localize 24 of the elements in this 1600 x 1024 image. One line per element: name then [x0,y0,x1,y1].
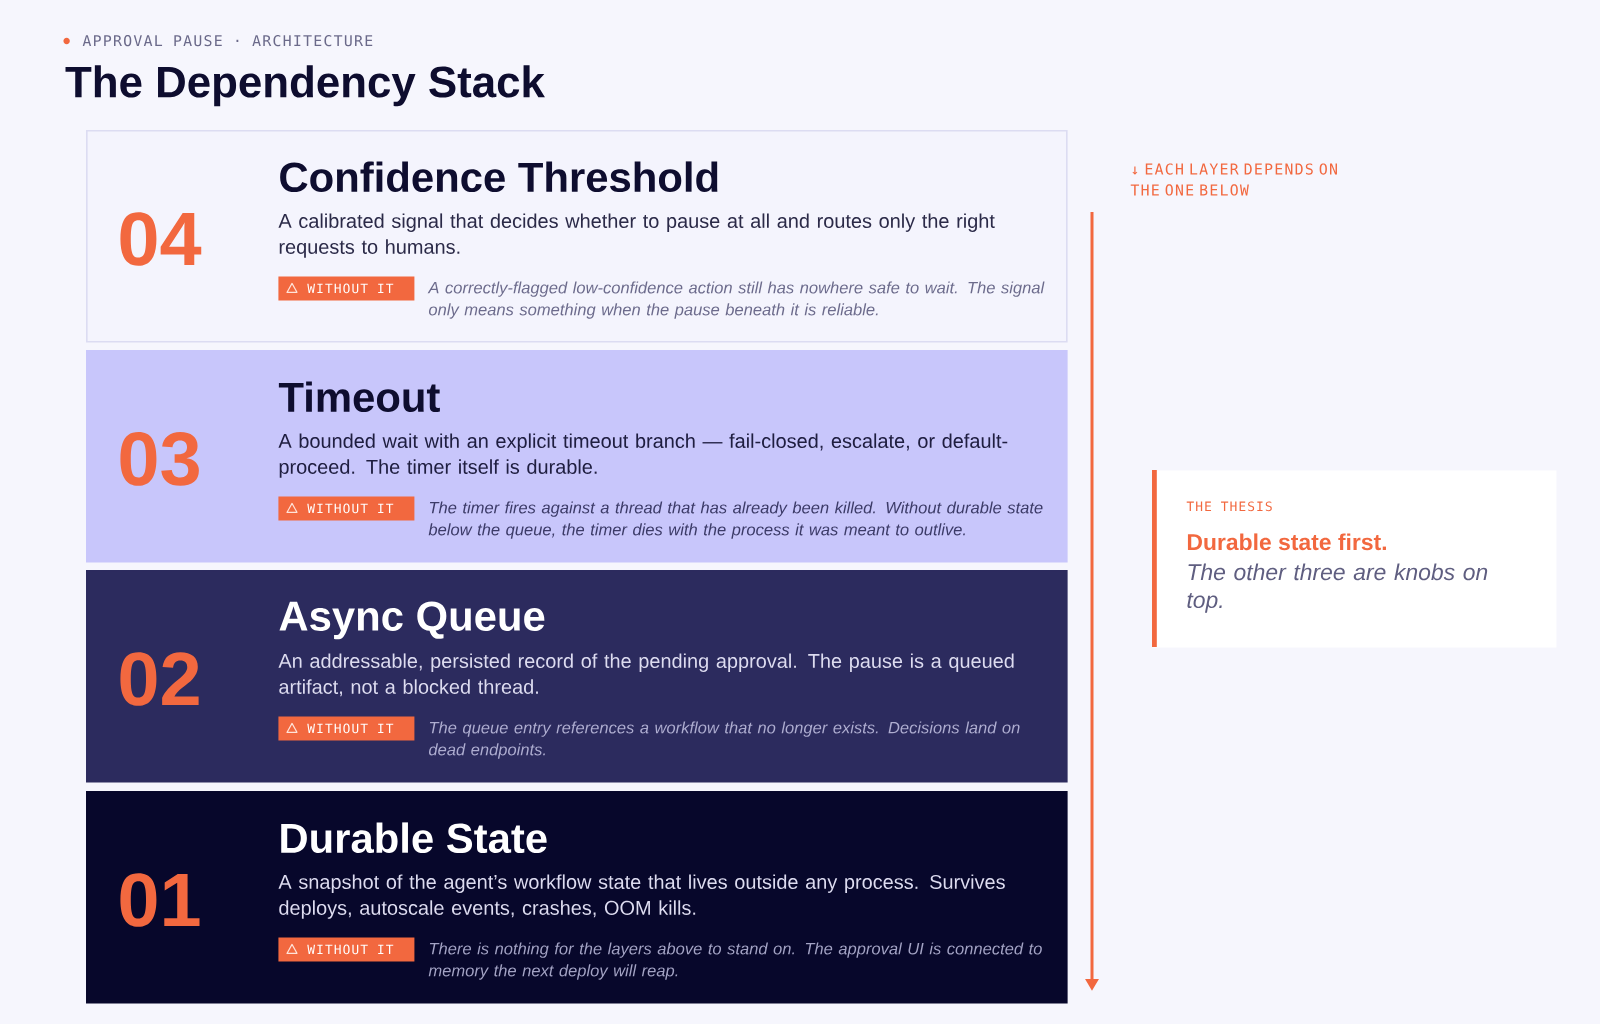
layer-title: Timeout [278,381,440,413]
layer-title: Async Queue [279,601,545,640]
page-title: The Dependency Stack [65,65,545,107]
thesis-remark: The other three are knobs on top. [1187,563,1488,613]
layer-number: 03 [120,432,199,486]
layer-band [86,570,1068,783]
thesis-card [1152,470,1557,648]
layer-band [86,791,1068,1004]
layer-band [86,350,1068,563]
layer-title: Durable State [281,822,547,854]
note-text: A correctly-flagged low-confidence action still has nowhere safe to wait. The signal only means something when the pause beneath it is reliable. [427,281,1045,319]
note-text: There is nothing for the layers above to stand on. The approval UI is connected to memory the next deploy will reap. [428,942,1042,980]
note-text: The queue entry references a workflow that no longer exists. Decisions land on dead endpoints. [429,721,1020,759]
layer-description: A calibrated signal that decides whether to pause at all and routes only the right requests to humans. [278,213,995,258]
layer-band [86,130,1068,343]
layer-number: 04 [120,212,202,266]
layer-number: 01 [120,873,200,927]
layer-description: A bounded wait with an explicit timeout branch — fail-closed, escalate, or default-proceed. The timer itself is durable. [278,433,1008,478]
layer-description: An addressable, persisted record of the pending approval. The pause is a queued artifact, not a blocked thread. [278,653,1014,697]
thesis-statement: Durable state first. [1187,533,1386,551]
note-text: The timer fires against a thread that has already been killed. Without durable state below the queue, the timer dies with the process it was meant to outlive. [428,501,1043,539]
layer-description: A snapshot of the agent’s workflow state that lives outside any process. Survives deploys, autoscale events, crashes, OOM kills. [278,874,1005,919]
layer-title: Confidence Threshold [280,161,718,193]
layer-number: 02 [120,652,199,706]
